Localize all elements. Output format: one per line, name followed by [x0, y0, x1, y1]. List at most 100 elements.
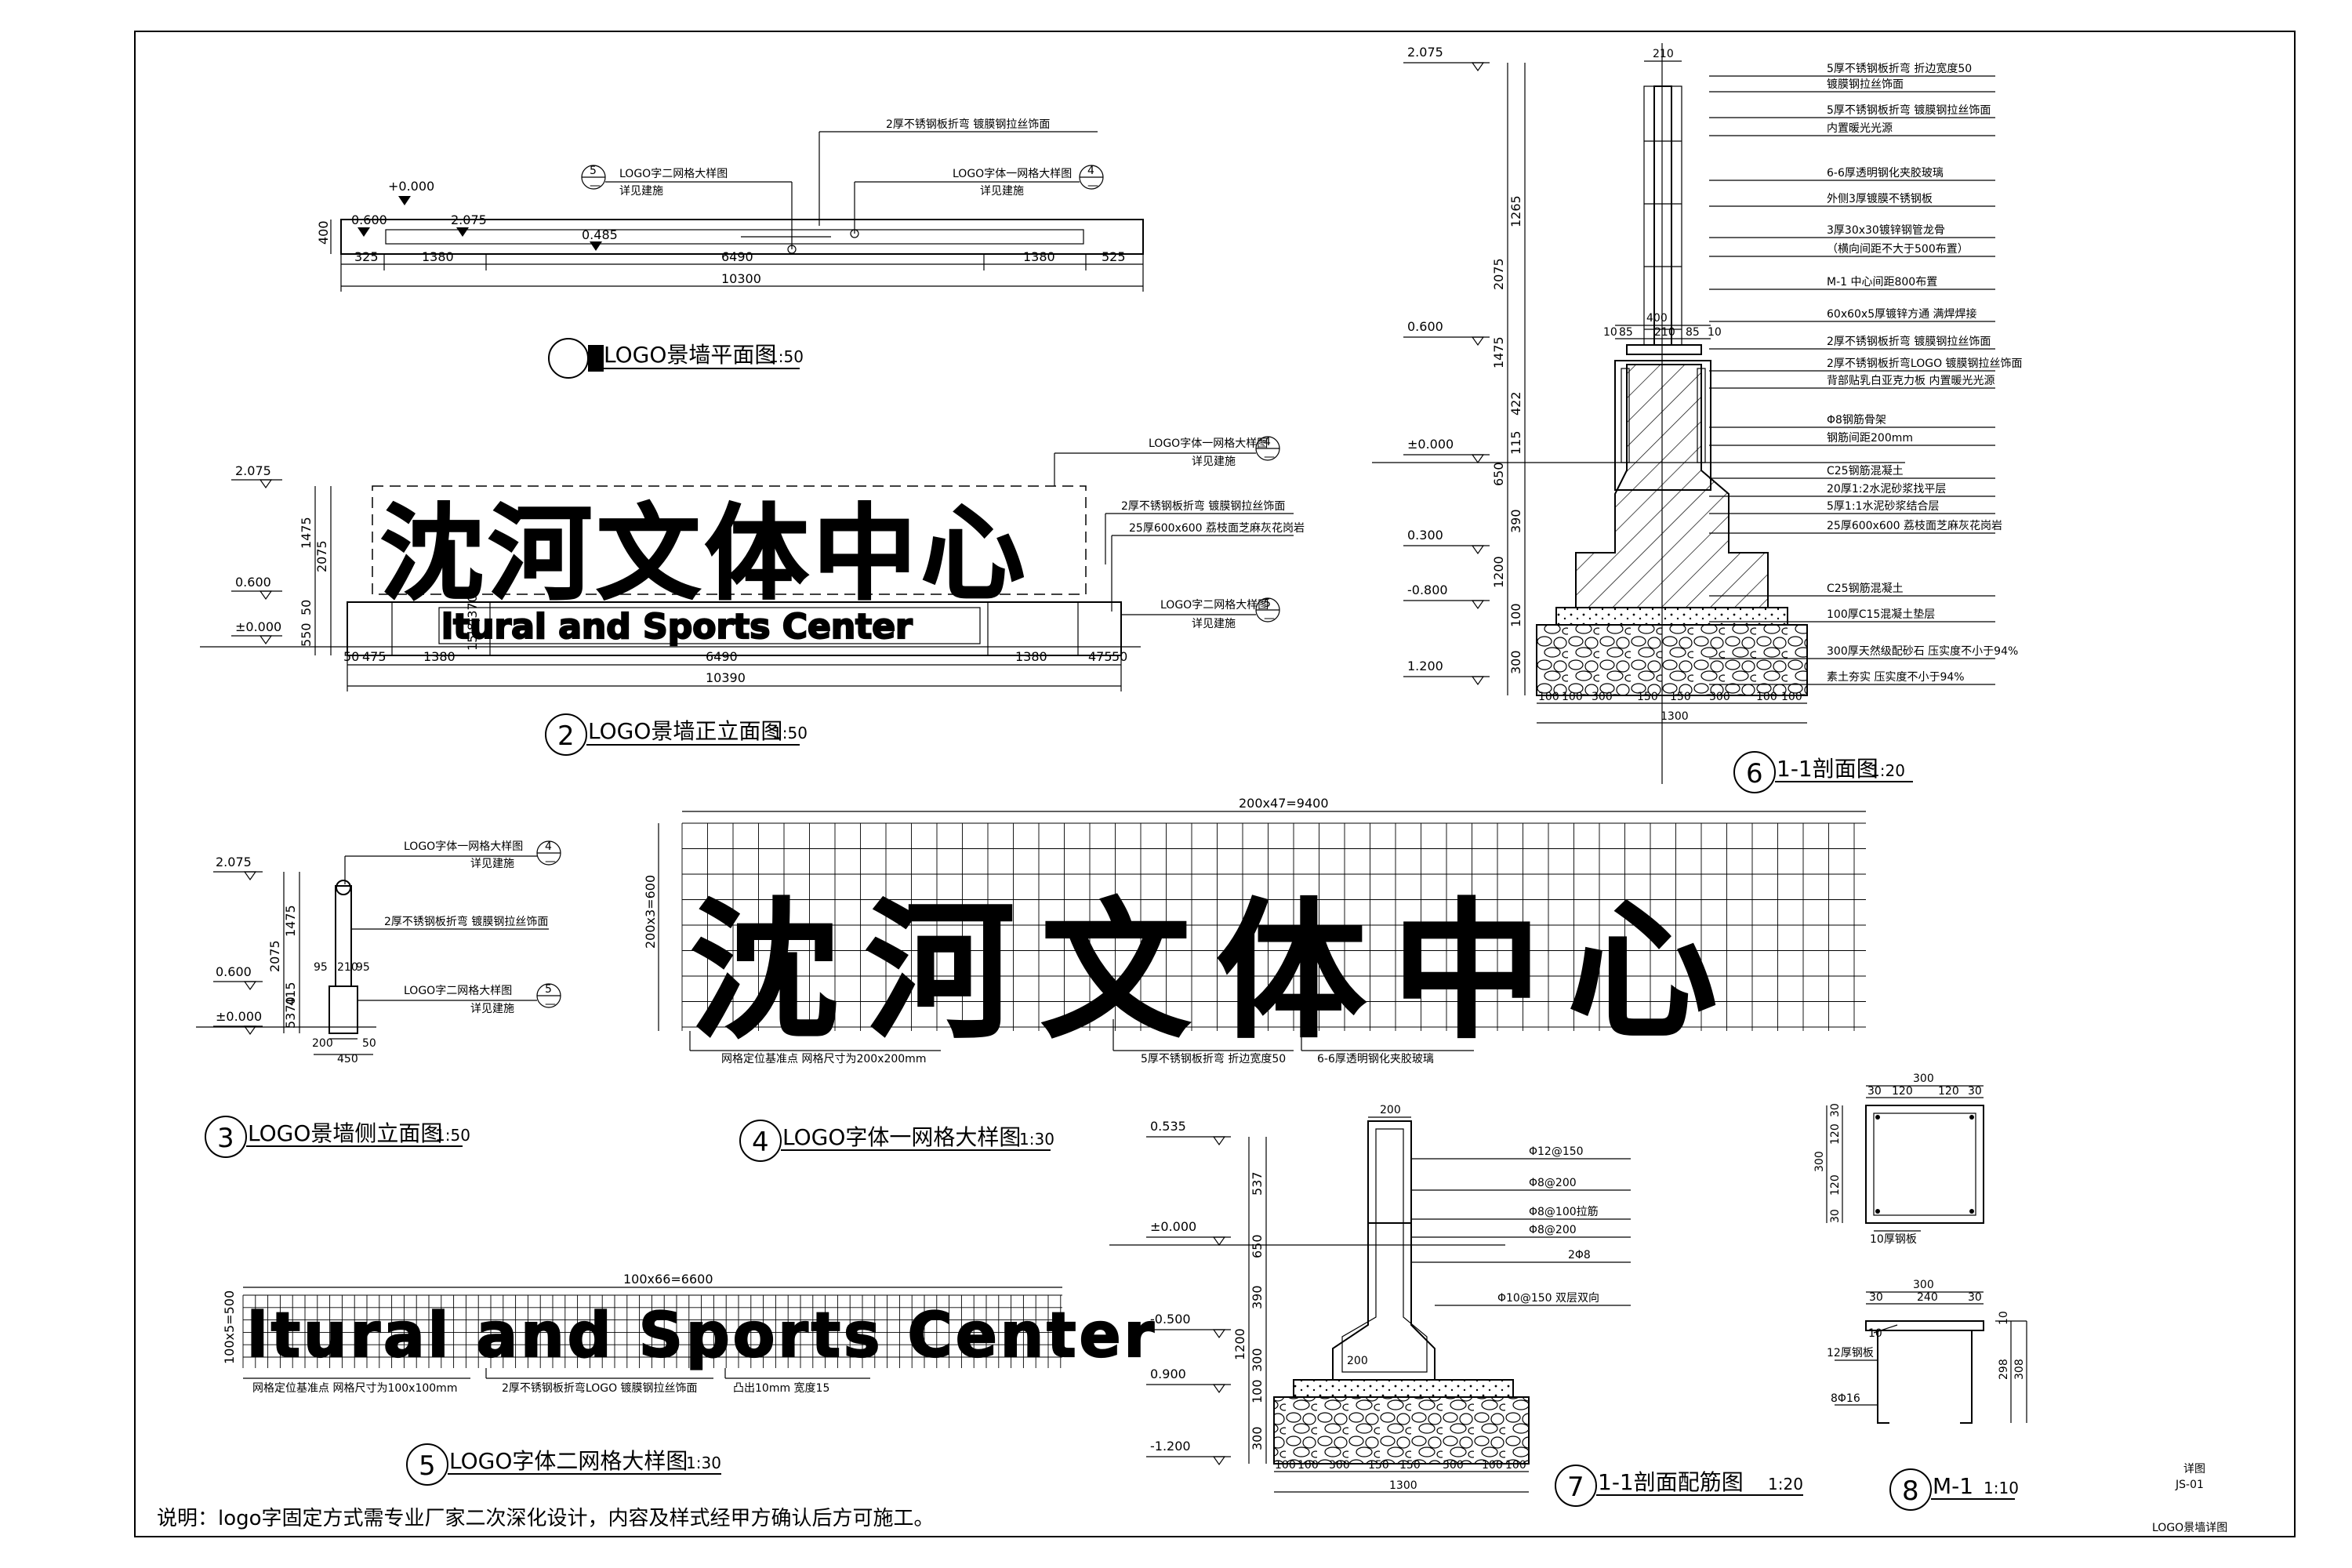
svg-text:100: 100	[1250, 1379, 1265, 1403]
svg-text:—: —	[1264, 451, 1275, 463]
sheet-remark: 说明：logo字固定方式需专业厂家二次深化设计，内容及样式经甲方确认后方可施工。	[157, 1507, 935, 1530]
svg-text:115: 115	[1508, 430, 1523, 455]
front-logo-frame	[372, 485, 1087, 595]
svg-text:537: 537	[1250, 1171, 1265, 1196]
plan-level-marks: +0.000 0.600 2.075 0.485	[351, 179, 618, 251]
side-elevation: 2.075 0.600 ±0.000 1475 2075 415 5370 95…	[196, 840, 561, 1158]
svg-text:0.300: 0.300	[1407, 528, 1443, 543]
plan-level-3: 0.485	[582, 227, 618, 242]
sheet-border	[134, 31, 2296, 1537]
sec11-title: 6 1-1剖面图 1:20	[1733, 751, 1913, 793]
svg-text:100: 100	[1505, 1459, 1526, 1472]
svg-text:详见建施: 详见建施	[1192, 456, 1236, 468]
section-note: 镀膜钢拉丝饰面	[1827, 78, 1904, 91]
svg-text:10: 10	[1998, 1311, 2010, 1325]
rebar-levels: 0.535 ±0.000 -0.500 0.900 -1.200	[1146, 1119, 1231, 1466]
plan-callout-left: 5 — LOGO字二网格大样图 详见建施	[581, 165, 797, 254]
svg-text:2厚不锈钢板折弯LOGO 镀膜钢拉丝饰面: 2厚不锈钢板折弯LOGO 镀膜钢拉丝饰面	[502, 1381, 698, 1395]
svg-text:4: 4	[752, 1127, 769, 1158]
section-note: M-1 中心间距800布置	[1827, 276, 1937, 289]
svg-text:150: 150	[1399, 1459, 1421, 1472]
front-note-1: 2厚不锈钢板折弯 镀膜钢拉丝饰面	[1105, 499, 1294, 564]
svg-text:详见建施: 详见建施	[980, 185, 1024, 198]
m1-plate-label: 10厚钢板	[1870, 1233, 1917, 1246]
grid2-grid	[242, 1294, 1062, 1368]
svg-text:-1.200: -1.200	[1150, 1439, 1191, 1454]
front-logo-cn: 沈河文体中心	[380, 494, 1029, 615]
plan-level-0: +0.000	[388, 179, 434, 194]
svg-text:50: 50	[343, 649, 359, 664]
svg-text:12厚钢板: 12厚钢板	[1827, 1347, 1874, 1359]
svg-text:475: 475	[1088, 649, 1112, 664]
svg-text:550: 550	[299, 622, 314, 647]
grid2-view: ltural and Sports Center 100x66=6600 100…	[222, 1272, 1155, 1486]
section-rebar: 0.535 ±0.000 -0.500 0.900 -1.200 537 650…	[1109, 1104, 1803, 1507]
front-note-2: 25厚600x600 荔枝面芝麻灰花岗岩	[1111, 522, 1305, 612]
plan-dim-4: 525	[1102, 249, 1126, 264]
plan-level-1: 0.600	[351, 212, 387, 227]
svg-text:M-1: M-1	[1933, 1473, 1973, 1499]
grid1-top-dim: 200x47=9400	[1239, 796, 1329, 811]
svg-text:200: 200	[312, 1037, 333, 1050]
svg-text:2.075: 2.075	[235, 463, 271, 478]
section-note: 5厚不锈钢板折弯 镀膜钢拉丝饰面	[1827, 103, 1991, 117]
svg-text:8Φ16: 8Φ16	[1831, 1392, 1860, 1405]
svg-text:100: 100	[1275, 1459, 1296, 1472]
svg-text:1380: 1380	[1015, 649, 1047, 664]
grid1-view: 沈河文体中心 200x47=9400 200x3=600 网格定位基准点 网格尺…	[643, 796, 1866, 1162]
section-note: Φ8钢筋骨架	[1827, 413, 1886, 426]
svg-text:LOGO景墙侧立面图: LOGO景墙侧立面图	[248, 1120, 442, 1146]
plan-callout-right: 4 — LOGO字体一网格大样图 详见建施	[850, 165, 1104, 238]
sec11-bottom-dims: 100 100 300 150 150 300 100 100 1300	[1537, 691, 1807, 724]
section-note: 背部贴乳白亚克力板 内置暖光光源	[1827, 375, 1994, 387]
svg-text:390: 390	[1508, 509, 1523, 533]
plan-title-text: LOGO景墙平面图	[604, 342, 776, 368]
svg-text:详见建施: 详见建施	[1192, 618, 1236, 630]
sheet-no: JS-01	[2175, 1479, 2204, 1491]
rebar-title: 7 1-1剖面配筋图 1:20	[1555, 1465, 1803, 1507]
svg-text:2: 2	[557, 720, 575, 752]
section-note: 2厚不锈钢板折弯 镀膜钢拉丝饰面	[1827, 335, 1991, 348]
front-levels: 2.075 0.600 ±0.000	[231, 463, 282, 645]
svg-text:LOGO字体一网格大样图: LOGO字体一网格大样图	[953, 168, 1072, 180]
svg-text:30: 30	[1968, 1291, 1982, 1304]
svg-text:650: 650	[1250, 1234, 1265, 1258]
svg-text:0.900: 0.900	[1150, 1367, 1186, 1381]
rebar-bottom-dims: 100 100 300 150 150 300 100 100 1300	[1274, 1459, 1529, 1493]
svg-text:Φ8@200: Φ8@200	[1529, 1224, 1577, 1236]
svg-text:LOGO景墙正立面图: LOGO景墙正立面图	[588, 718, 782, 744]
grid2-top-dim: 100x66=6600	[623, 1272, 713, 1287]
svg-text:1200: 1200	[1232, 1328, 1247, 1360]
section-note: 25厚600x600 荔枝面芝麻灰花岗岩	[1827, 520, 2002, 532]
sheet-name: LOGO景墙详图	[2152, 1522, 2227, 1534]
plan-dimensions: 325 1380 6490 1380 525 10300 400	[316, 220, 1144, 292]
svg-text:400: 400	[1646, 312, 1668, 325]
svg-text:30: 30	[1829, 1103, 1842, 1117]
svg-text:415: 415	[283, 982, 298, 1006]
svg-text:25厚600x600 荔枝面芝麻灰花岗岩: 25厚600x600 荔枝面芝麻灰花岗岩	[1129, 522, 1305, 535]
grid1-title: 4 LOGO字体一网格大样图 1:30	[739, 1120, 1054, 1162]
section-note: 3厚30x30镀锌钢管龙骨	[1827, 223, 1945, 237]
section-note: 100厚C15混凝土垫层	[1827, 608, 1935, 621]
svg-text:4: 4	[1264, 436, 1271, 448]
front-callout-top: 4 — LOGO字体一网格大样图 详见建施	[1054, 436, 1280, 486]
svg-text:1265: 1265	[1508, 195, 1523, 227]
svg-text:30: 30	[1829, 1209, 1842, 1223]
grid2-left-dim: 100x5=500	[222, 1290, 237, 1364]
svg-text:5: 5	[590, 165, 597, 177]
plan-title: LOGO景墙平面图 1:50	[548, 338, 804, 379]
m1-title: 8 M-1 1:10	[1889, 1468, 2019, 1511]
svg-text:6: 6	[1746, 758, 1763, 789]
svg-text:120: 120	[1892, 1085, 1913, 1098]
svg-text:LOGO字二网格大样图: LOGO字二网格大样图	[404, 985, 512, 997]
svg-text:100: 100	[1482, 1459, 1503, 1472]
sec11-mid-dims: 400 10 85 210 85 10	[1603, 312, 1722, 339]
svg-text:7: 7	[1567, 1472, 1584, 1503]
svg-text:240: 240	[1917, 1291, 1938, 1304]
sec11-vdims: 1265 2075 1475 422 115 650 390 1200 100 …	[1491, 63, 1526, 695]
svg-text:100: 100	[1781, 691, 1802, 703]
grid1-grid	[681, 822, 1866, 1031]
section-note: 2厚不锈钢板折弯LOGO 镀膜钢拉丝饰面	[1827, 357, 2023, 370]
svg-text:凸出10mm 宽度15: 凸出10mm 宽度15	[733, 1381, 829, 1395]
